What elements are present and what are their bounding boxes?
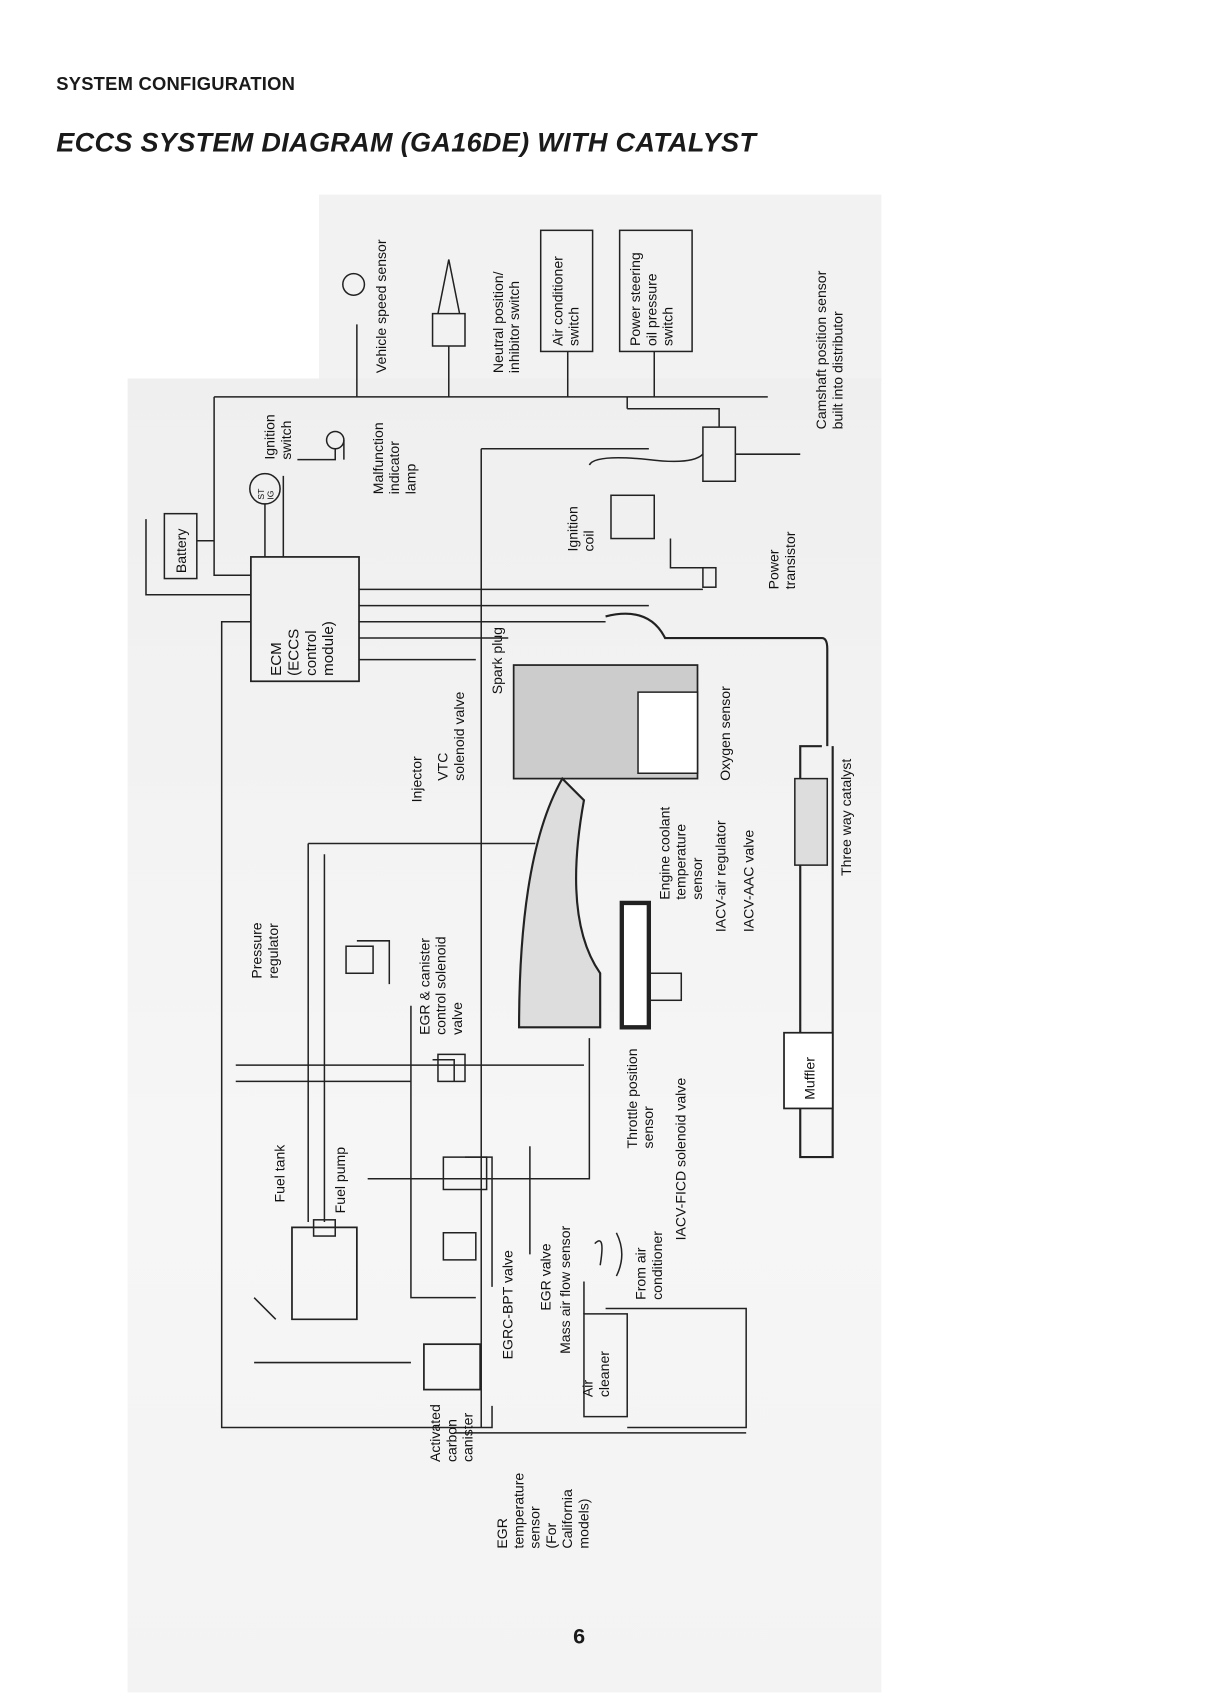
page-title: ECCS SYSTEM DIAGRAM (GA16DE) WITH CATALY… (56, 127, 757, 158)
label-egr-temp-sensor: EGR temperature sensor (For California m… (494, 1472, 592, 1549)
iacv-aac-icon (648, 972, 683, 1002)
label-iacv-aac: IACV-AAC valve (740, 829, 757, 933)
label-battery: Battery (173, 528, 190, 574)
label-muffler: Muffler (801, 1057, 818, 1100)
label-egr-canister-solenoid: EGR & canister control solenoid valve (416, 936, 466, 1035)
distributor-icon (627, 408, 801, 482)
label-air-cleaner: Air cleaner (579, 1351, 613, 1398)
inhibitor-switch-icon (431, 259, 466, 347)
ecm-box (250, 556, 360, 683)
label-ac-switch: Air conditioner switch (549, 256, 582, 347)
label-fuel-tank: Fuel tank (271, 1144, 288, 1203)
exhaust-pipe (605, 612, 834, 1159)
catalyst-icon (794, 777, 829, 866)
label-ignition-switch: Ignition switch (261, 414, 295, 460)
label-oxygen-sensor: Oxygen sensor (716, 686, 734, 781)
label-three-way-catalyst: Three way catalyst (838, 758, 855, 876)
label-maf: Mass air flow sensor (556, 1225, 574, 1354)
page-number: 6 (573, 1625, 586, 1650)
label-pressure-regulator: Pressure regulator (248, 922, 282, 979)
label-egrc-bpt: EGRC-BPT valve (499, 1250, 516, 1360)
signal-bus-line (213, 396, 768, 577)
label-vehicle-speed-sensor: Vehicle speed sensor (373, 239, 390, 374)
intake-manifold (517, 776, 602, 1029)
label-iacv-ficd: IACV-FICD solenoid valve (672, 1077, 689, 1241)
ps-switch-box (618, 229, 693, 353)
label-neutral-switch: Neutral position/ inhibitor switch (489, 271, 523, 374)
diagram-background-top (319, 194, 882, 381)
canister-icon (423, 1343, 482, 1391)
mil-lamp-icon (325, 430, 345, 450)
label-from-ac: From air conditioner (632, 1231, 666, 1300)
label-ecm: ECM (ECCS control module) (267, 621, 337, 676)
fuel-tank-icon (291, 1226, 358, 1321)
sensor-drop-lines (356, 324, 656, 409)
speedometer-icon (342, 272, 366, 296)
battery-box (163, 512, 198, 580)
label-ignition-coil: Ignition coil (564, 506, 597, 552)
muffler-box (783, 1031, 834, 1110)
label-injector: Injector (408, 756, 425, 803)
fuel-pump-icon (312, 1219, 336, 1237)
label-spark-plug: Spark plug (488, 627, 506, 695)
power-transistor-icon (702, 566, 717, 588)
label-ign-ig: IG (266, 490, 276, 500)
label-iacv-air-regulator: IACV-air regulator (712, 820, 729, 933)
label-canister: Activated carbon canister (427, 1404, 476, 1463)
label-ps-switch: Power steering oil pressure switch (627, 252, 676, 347)
pressure-regulator-icon (345, 945, 374, 975)
throttle-body (619, 900, 652, 1030)
label-fuel-pump: Fuel pump (331, 1146, 349, 1214)
label-coolant-sensor: Engine coolant temperature sensor (656, 806, 706, 900)
label-power-transistor: Power transistor (765, 531, 799, 590)
section-heading: SYSTEM CONFIGURATION (56, 73, 296, 95)
label-throttle-sensor: Throttle position sensor (623, 1048, 657, 1149)
ac-switch-box (539, 229, 594, 353)
air-cleaner-icon (583, 1307, 747, 1429)
egr-solenoid-icon (437, 1053, 466, 1083)
label-egr-valve: EGR valve (537, 1243, 554, 1311)
ignition-coil-icon (610, 494, 656, 540)
label-mil: Malfunction indicator lamp (369, 422, 419, 495)
label-ign-st: ST (256, 488, 267, 500)
egr-valve-icon (442, 1156, 488, 1261)
label-camshaft-sensor: Camshaft position sensor built into dist… (813, 270, 846, 430)
label-vtc: VTC solenoid valve (434, 691, 468, 781)
diagram-background (127, 378, 882, 1693)
